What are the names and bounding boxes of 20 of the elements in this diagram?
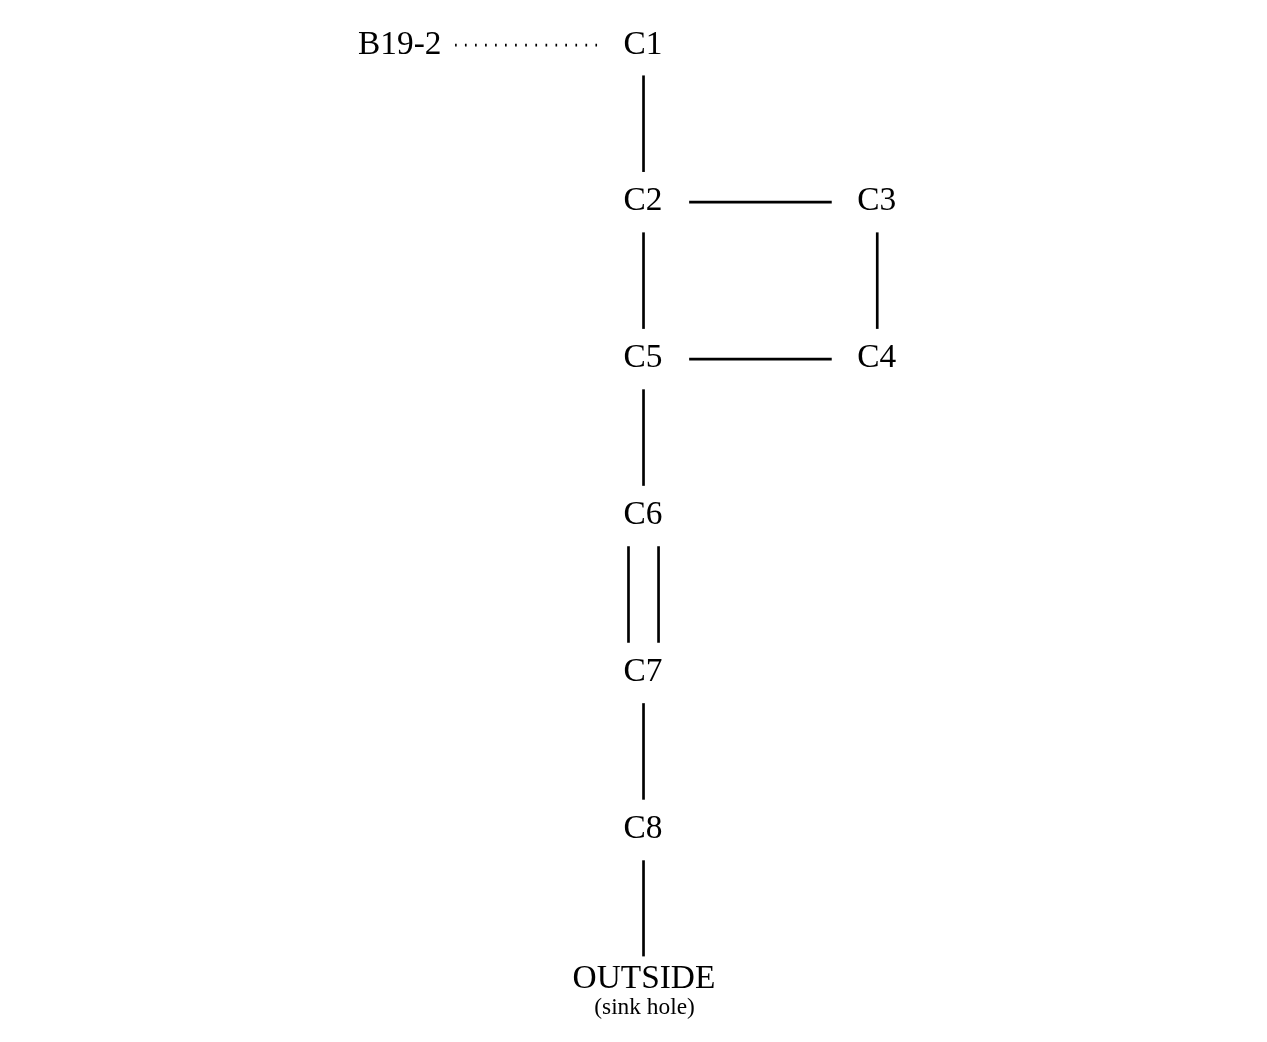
node-text: OUTSIDE (sink hole) [572,958,716,1019]
node-text: C5 [623,337,663,375]
node-text: B19-2 [358,23,442,61]
connector [689,357,832,361]
node-text: C2 [623,180,663,218]
node-text: C3 [857,180,897,218]
connector [642,389,645,486]
connector [642,232,645,329]
connector [642,860,645,957]
node-text: C8 [623,808,663,846]
connector [875,232,879,329]
node-text: C7 [623,651,663,689]
node-text: C1 [623,23,663,61]
node-text: C4 [857,337,897,375]
connector [657,546,660,643]
connector [689,200,832,204]
connector [642,703,645,800]
connector [642,75,645,172]
node-text: C6 [623,494,663,532]
connector [627,546,630,643]
